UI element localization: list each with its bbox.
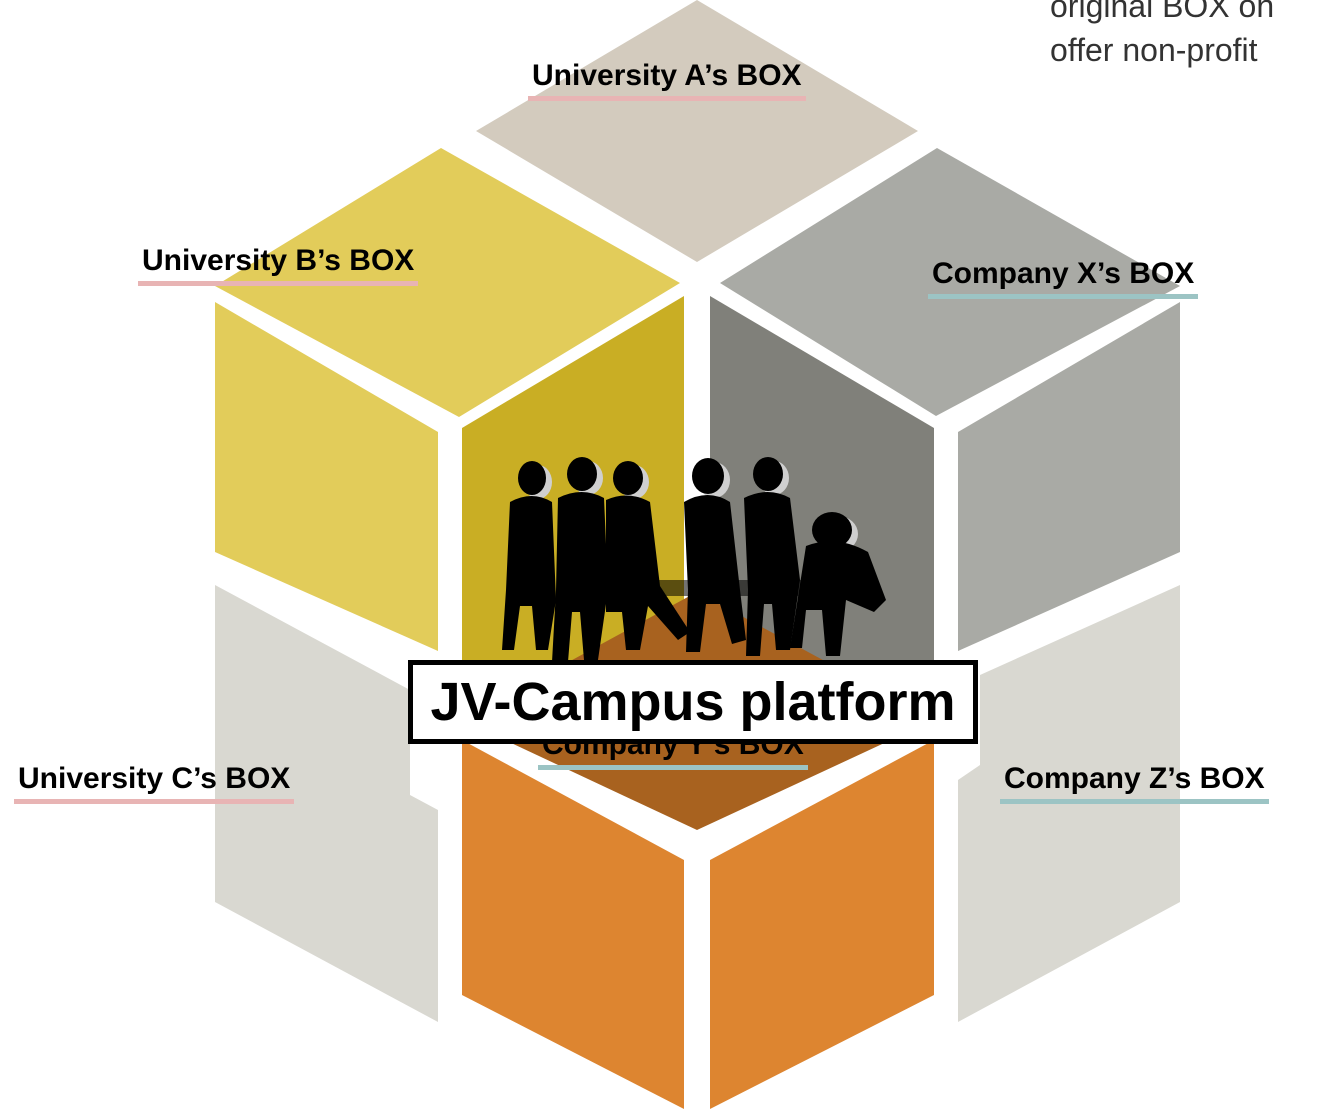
box-label-company-x: Company X’s BOX xyxy=(928,254,1199,299)
corner-note-line-2: offer non-profit xyxy=(1050,32,1258,68)
box-a-face xyxy=(476,0,918,262)
box-label-company-z: Company Z’s BOX xyxy=(1000,759,1269,804)
box-label-university-c: University C’s BOX xyxy=(14,759,295,804)
platform-title: JV-Campus platform xyxy=(408,660,978,744)
box-x-face-side xyxy=(958,302,1180,651)
box-b-face-side xyxy=(215,302,438,651)
corner-note: original BOX on offer non-profit xyxy=(1050,0,1274,72)
box-label-university-b: University B’s BOX xyxy=(138,241,419,286)
box-x-face-top xyxy=(720,148,1180,416)
box-label-university-a: University A’s BOX xyxy=(528,56,806,101)
box-y-face-right xyxy=(710,740,934,1109)
people-silhouette-icon xyxy=(502,457,886,662)
box-b-face-top xyxy=(215,148,680,417)
box-c-face xyxy=(215,585,438,1022)
box-y-face-left xyxy=(462,740,684,1109)
corner-note-line-1: original BOX on xyxy=(1050,0,1275,24)
